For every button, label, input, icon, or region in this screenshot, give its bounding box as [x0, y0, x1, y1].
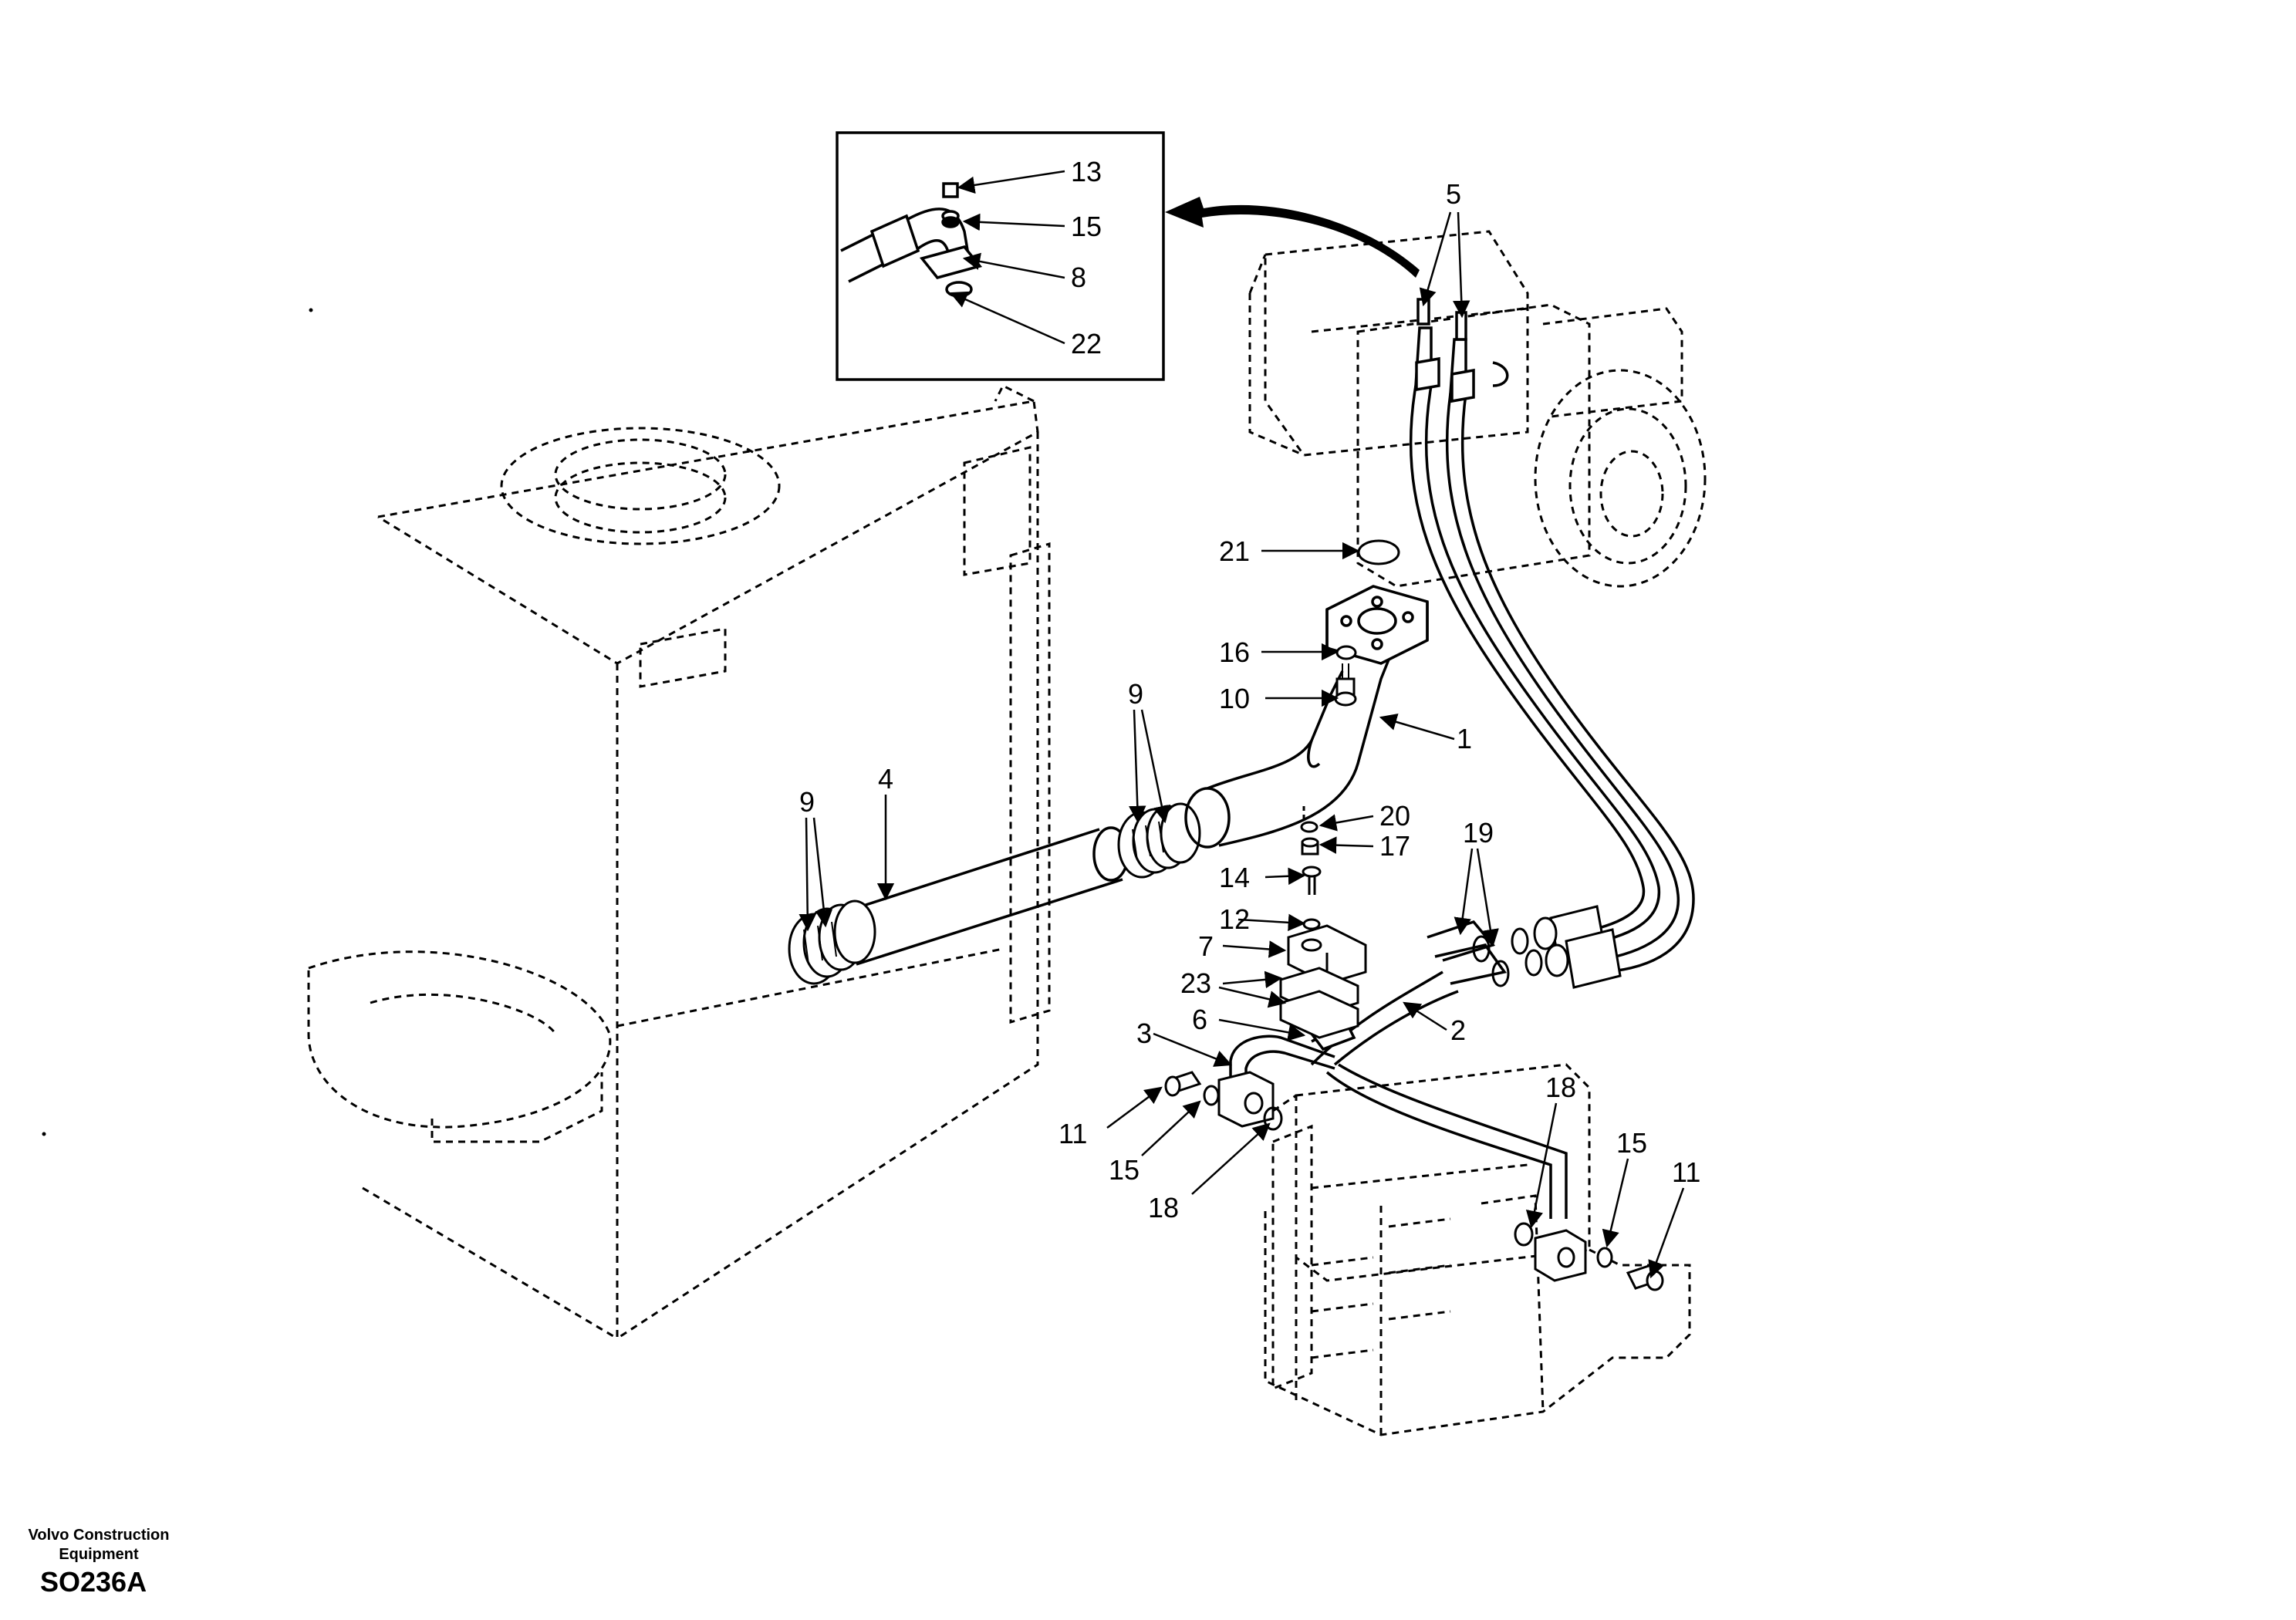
- drawing-code: SO236A: [40, 1566, 147, 1598]
- callout-labels: 13 15 8 22 5 21 16 10 1 9 9 4 20 17 19 1…: [799, 156, 1700, 1223]
- clamps-7-23: [1279, 924, 1367, 1039]
- callout-17: 17: [1379, 830, 1410, 862]
- callout-18-left: 18: [1148, 1192, 1179, 1223]
- callout-2: 2: [1450, 1014, 1466, 1046]
- hose-clamp-left: [788, 899, 876, 985]
- o-ring-21: [1357, 539, 1400, 565]
- callout-13-inset: 13: [1071, 156, 1102, 187]
- callout-6: 6: [1192, 1004, 1207, 1035]
- hydraulic-tank: [307, 383, 1051, 1340]
- callout-19: 19: [1463, 817, 1494, 849]
- callout-11-left: 11: [1059, 1118, 1087, 1149]
- callout-4: 4: [878, 763, 893, 795]
- hose-fittings-lower: [1472, 905, 1622, 989]
- callout-9-right: 9: [1128, 678, 1143, 710]
- pipe-2-block: [1514, 1222, 1664, 1291]
- pressure-hoses: [1409, 298, 1695, 974]
- callout-11-right: 11: [1672, 1156, 1700, 1188]
- callout-7: 7: [1198, 930, 1214, 962]
- control-valve: [1264, 1063, 1691, 1436]
- callout-22-inset: 22: [1071, 328, 1102, 359]
- speck-2: [42, 1132, 46, 1136]
- callout-20: 20: [1379, 800, 1410, 832]
- pipe-3-block: [1164, 1071, 1283, 1131]
- callout-18-right: 18: [1545, 1072, 1576, 1103]
- callout-15-right: 15: [1616, 1127, 1647, 1159]
- callout-14: 14: [1219, 862, 1250, 893]
- callout-5: 5: [1446, 178, 1461, 210]
- hose-clamp-right: [1117, 802, 1201, 879]
- detail-arrow: [1165, 197, 1420, 278]
- callout-12: 12: [1219, 903, 1250, 935]
- callout-21: 21: [1219, 535, 1250, 567]
- callout-9-left: 9: [799, 786, 815, 818]
- callout-8-inset: 8: [1071, 262, 1086, 293]
- callout-16: 16: [1219, 636, 1250, 668]
- callout-1: 1: [1457, 723, 1472, 754]
- callout-10: 10: [1219, 683, 1250, 714]
- screw-16-10: [1334, 645, 1357, 707]
- speck-1: [309, 308, 313, 312]
- company-name: Volvo Construction Equipment: [28, 1527, 170, 1563]
- detail-inset-pipe: [840, 182, 983, 298]
- suction-hose: [836, 826, 1129, 966]
- callout-3: 3: [1136, 1018, 1152, 1049]
- callout-15-inset: 15: [1071, 211, 1102, 242]
- callout-15-left: 15: [1109, 1154, 1140, 1186]
- leader-lines: [799, 170, 1685, 1279]
- hydraulic-pump: [1248, 230, 1707, 588]
- callout-23: 23: [1180, 967, 1211, 999]
- fittings-small: [1300, 806, 1322, 930]
- pressure-pipes: [1229, 920, 1568, 1219]
